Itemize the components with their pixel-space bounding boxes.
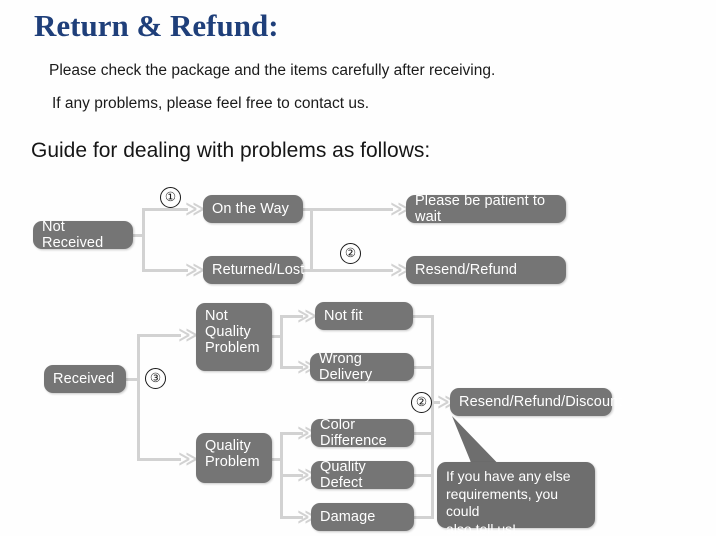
guide-heading: Guide for dealing with problems as follo…	[31, 139, 431, 162]
marker-step-3: ③	[145, 368, 166, 389]
connector	[280, 432, 303, 435]
node-on-the-way[interactable]: On the Way	[203, 195, 303, 223]
arrow-icon: ≫	[178, 324, 198, 346]
arrow-icon: ≫	[185, 259, 205, 281]
connector	[137, 458, 181, 461]
marker-step-1: ①	[160, 187, 181, 208]
arrow-icon: ≫	[390, 259, 410, 281]
connector	[413, 432, 434, 435]
connector	[280, 516, 303, 519]
node-received[interactable]: Received	[44, 365, 126, 393]
node-resend-refund-discount[interactable]: Resend/Refund/Discount	[450, 388, 622, 416]
connector	[142, 208, 188, 211]
connector	[126, 378, 140, 381]
callout-bubble: If you have any else requirements, you c…	[437, 462, 595, 537]
marker-step-2-bottom: ②	[411, 392, 432, 413]
intro-line-2: If any problems, please feel free to con…	[52, 95, 370, 112]
node-damage[interactable]: Damage	[311, 503, 414, 531]
connector	[142, 269, 188, 272]
connector	[413, 366, 434, 369]
connector	[137, 334, 181, 337]
arrow-icon: ≫	[297, 305, 317, 327]
node-wrong-delivery[interactable]: Wrong Delivery	[310, 351, 414, 383]
arrow-icon: ≫	[185, 198, 205, 220]
connector	[271, 458, 283, 461]
node-color-difference[interactable]: Color Difference	[311, 417, 414, 449]
connector	[280, 474, 303, 477]
node-not-fit[interactable]: Not fit	[315, 302, 413, 330]
connector	[310, 208, 313, 271]
node-quality-problem[interactable]: Quality Problem	[196, 433, 272, 483]
connector	[431, 315, 434, 518]
connector	[431, 401, 440, 404]
connector	[303, 269, 313, 272]
connector	[271, 335, 283, 338]
connector	[310, 269, 393, 272]
node-quality-defect[interactable]: Quality Defect	[311, 459, 414, 491]
connector	[413, 474, 434, 477]
node-not-quality-problem[interactable]: Not Quality Problem	[196, 303, 272, 371]
connector	[142, 209, 145, 271]
arrow-icon: ≫	[390, 198, 410, 220]
connector	[303, 208, 313, 211]
node-please-be-patient[interactable]: Please be patient to wait	[406, 193, 566, 225]
intro-line-1: Please check the package and the items c…	[49, 62, 496, 79]
node-returned-lost[interactable]: Returned/Lost	[203, 256, 304, 284]
page-title: Return & Refund:	[34, 8, 279, 43]
connector	[137, 335, 140, 460]
connector	[280, 366, 303, 369]
connector	[133, 234, 145, 237]
connector	[280, 315, 303, 318]
node-resend-refund[interactable]: Resend/Refund	[406, 256, 566, 284]
connector	[413, 315, 434, 318]
connector	[413, 516, 434, 519]
marker-step-2-top: ②	[340, 243, 361, 264]
connector	[280, 316, 283, 368]
connector	[310, 208, 393, 211]
node-not-received[interactable]: Not Received	[33, 219, 133, 251]
arrow-icon: ≫	[178, 448, 198, 470]
